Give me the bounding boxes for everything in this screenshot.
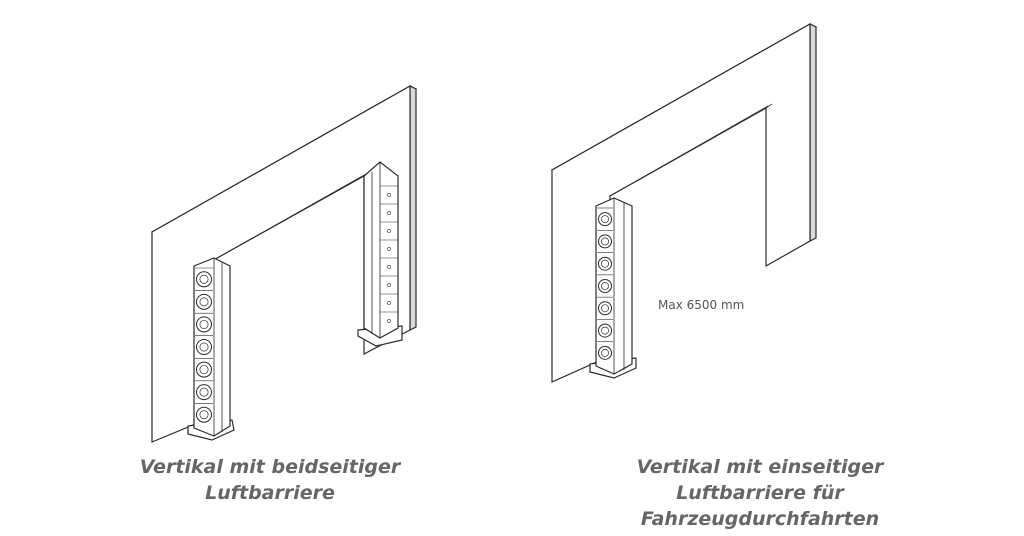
fan-outlet	[598, 256, 612, 271]
right-wall-face	[551, 22, 811, 383]
caption-line: Vertikal mit einseitiger	[636, 456, 884, 478]
fan-hub	[601, 259, 609, 268]
fan-hub	[199, 319, 209, 329]
fan-outlet	[196, 271, 212, 288]
right-air-curtain-unit	[589, 197, 637, 379]
fan-outlet	[196, 361, 212, 378]
caption-line: Fahrzeugdurchfahrten	[640, 508, 880, 530]
fan-outlet	[598, 212, 612, 227]
fan-outlet	[196, 406, 212, 423]
left-air-curtain-unit-front	[187, 257, 235, 441]
rear-unit-vent	[387, 229, 391, 233]
rear-unit-vent	[387, 211, 391, 215]
right-unit-fans	[597, 207, 613, 360]
fan-outlet	[598, 234, 612, 249]
rear-unit-vent	[387, 319, 391, 323]
fan-hub	[601, 326, 609, 335]
right-wall	[550, 22, 818, 383]
left-diagram-caption: Vertikal mit beidseitiger Luftbarriere	[110, 454, 430, 506]
fan-hub	[601, 348, 609, 357]
rear-unit-vent	[387, 247, 391, 251]
caption-line: Vertikal mit beidseitiger	[139, 456, 401, 478]
left-wall-inner-edge	[209, 173, 367, 263]
fan-hub	[601, 304, 609, 313]
fan-outlet	[598, 301, 612, 316]
rear-unit-vent	[387, 301, 391, 305]
fan-hub	[199, 274, 209, 284]
fan-hub	[199, 387, 209, 397]
left-wall-right-edge	[409, 85, 417, 331]
caption-line: Luftbarriere	[205, 482, 335, 504]
front-unit-fans	[195, 267, 213, 423]
max-height-label: Max 6500 mm	[658, 298, 745, 312]
rear-unit-vent	[387, 193, 391, 197]
rear-unit-segments	[380, 185, 398, 323]
rear-unit-body	[363, 161, 399, 339]
fan-hub	[199, 410, 209, 420]
fan-hub	[199, 342, 209, 352]
rear-unit-vent	[387, 283, 391, 287]
right-wall-inner-edge	[609, 105, 769, 197]
fan-outlet	[598, 279, 612, 293]
fan-outlet	[196, 316, 212, 333]
right-wall-inner-edge	[765, 103, 773, 109]
caption-line: Luftbarriere für	[676, 482, 844, 504]
fan-outlet	[196, 339, 212, 355]
fan-hub	[601, 282, 609, 290]
fan-outlet	[598, 345, 612, 360]
fan-outlet	[196, 384, 212, 401]
fan-hub	[601, 215, 609, 224]
fan-hub	[199, 297, 209, 307]
fan-hub	[199, 365, 209, 375]
fan-outlet	[196, 293, 212, 310]
rear-unit-vent	[387, 265, 391, 269]
right-wall-right-edge	[809, 23, 817, 242]
left-air-curtain-unit-rear	[357, 161, 403, 347]
right-diagram-caption: Vertikal mit einseitiger Luftbarriere fü…	[600, 454, 920, 532]
fan-hub	[601, 237, 609, 246]
fan-outlet	[598, 323, 612, 338]
